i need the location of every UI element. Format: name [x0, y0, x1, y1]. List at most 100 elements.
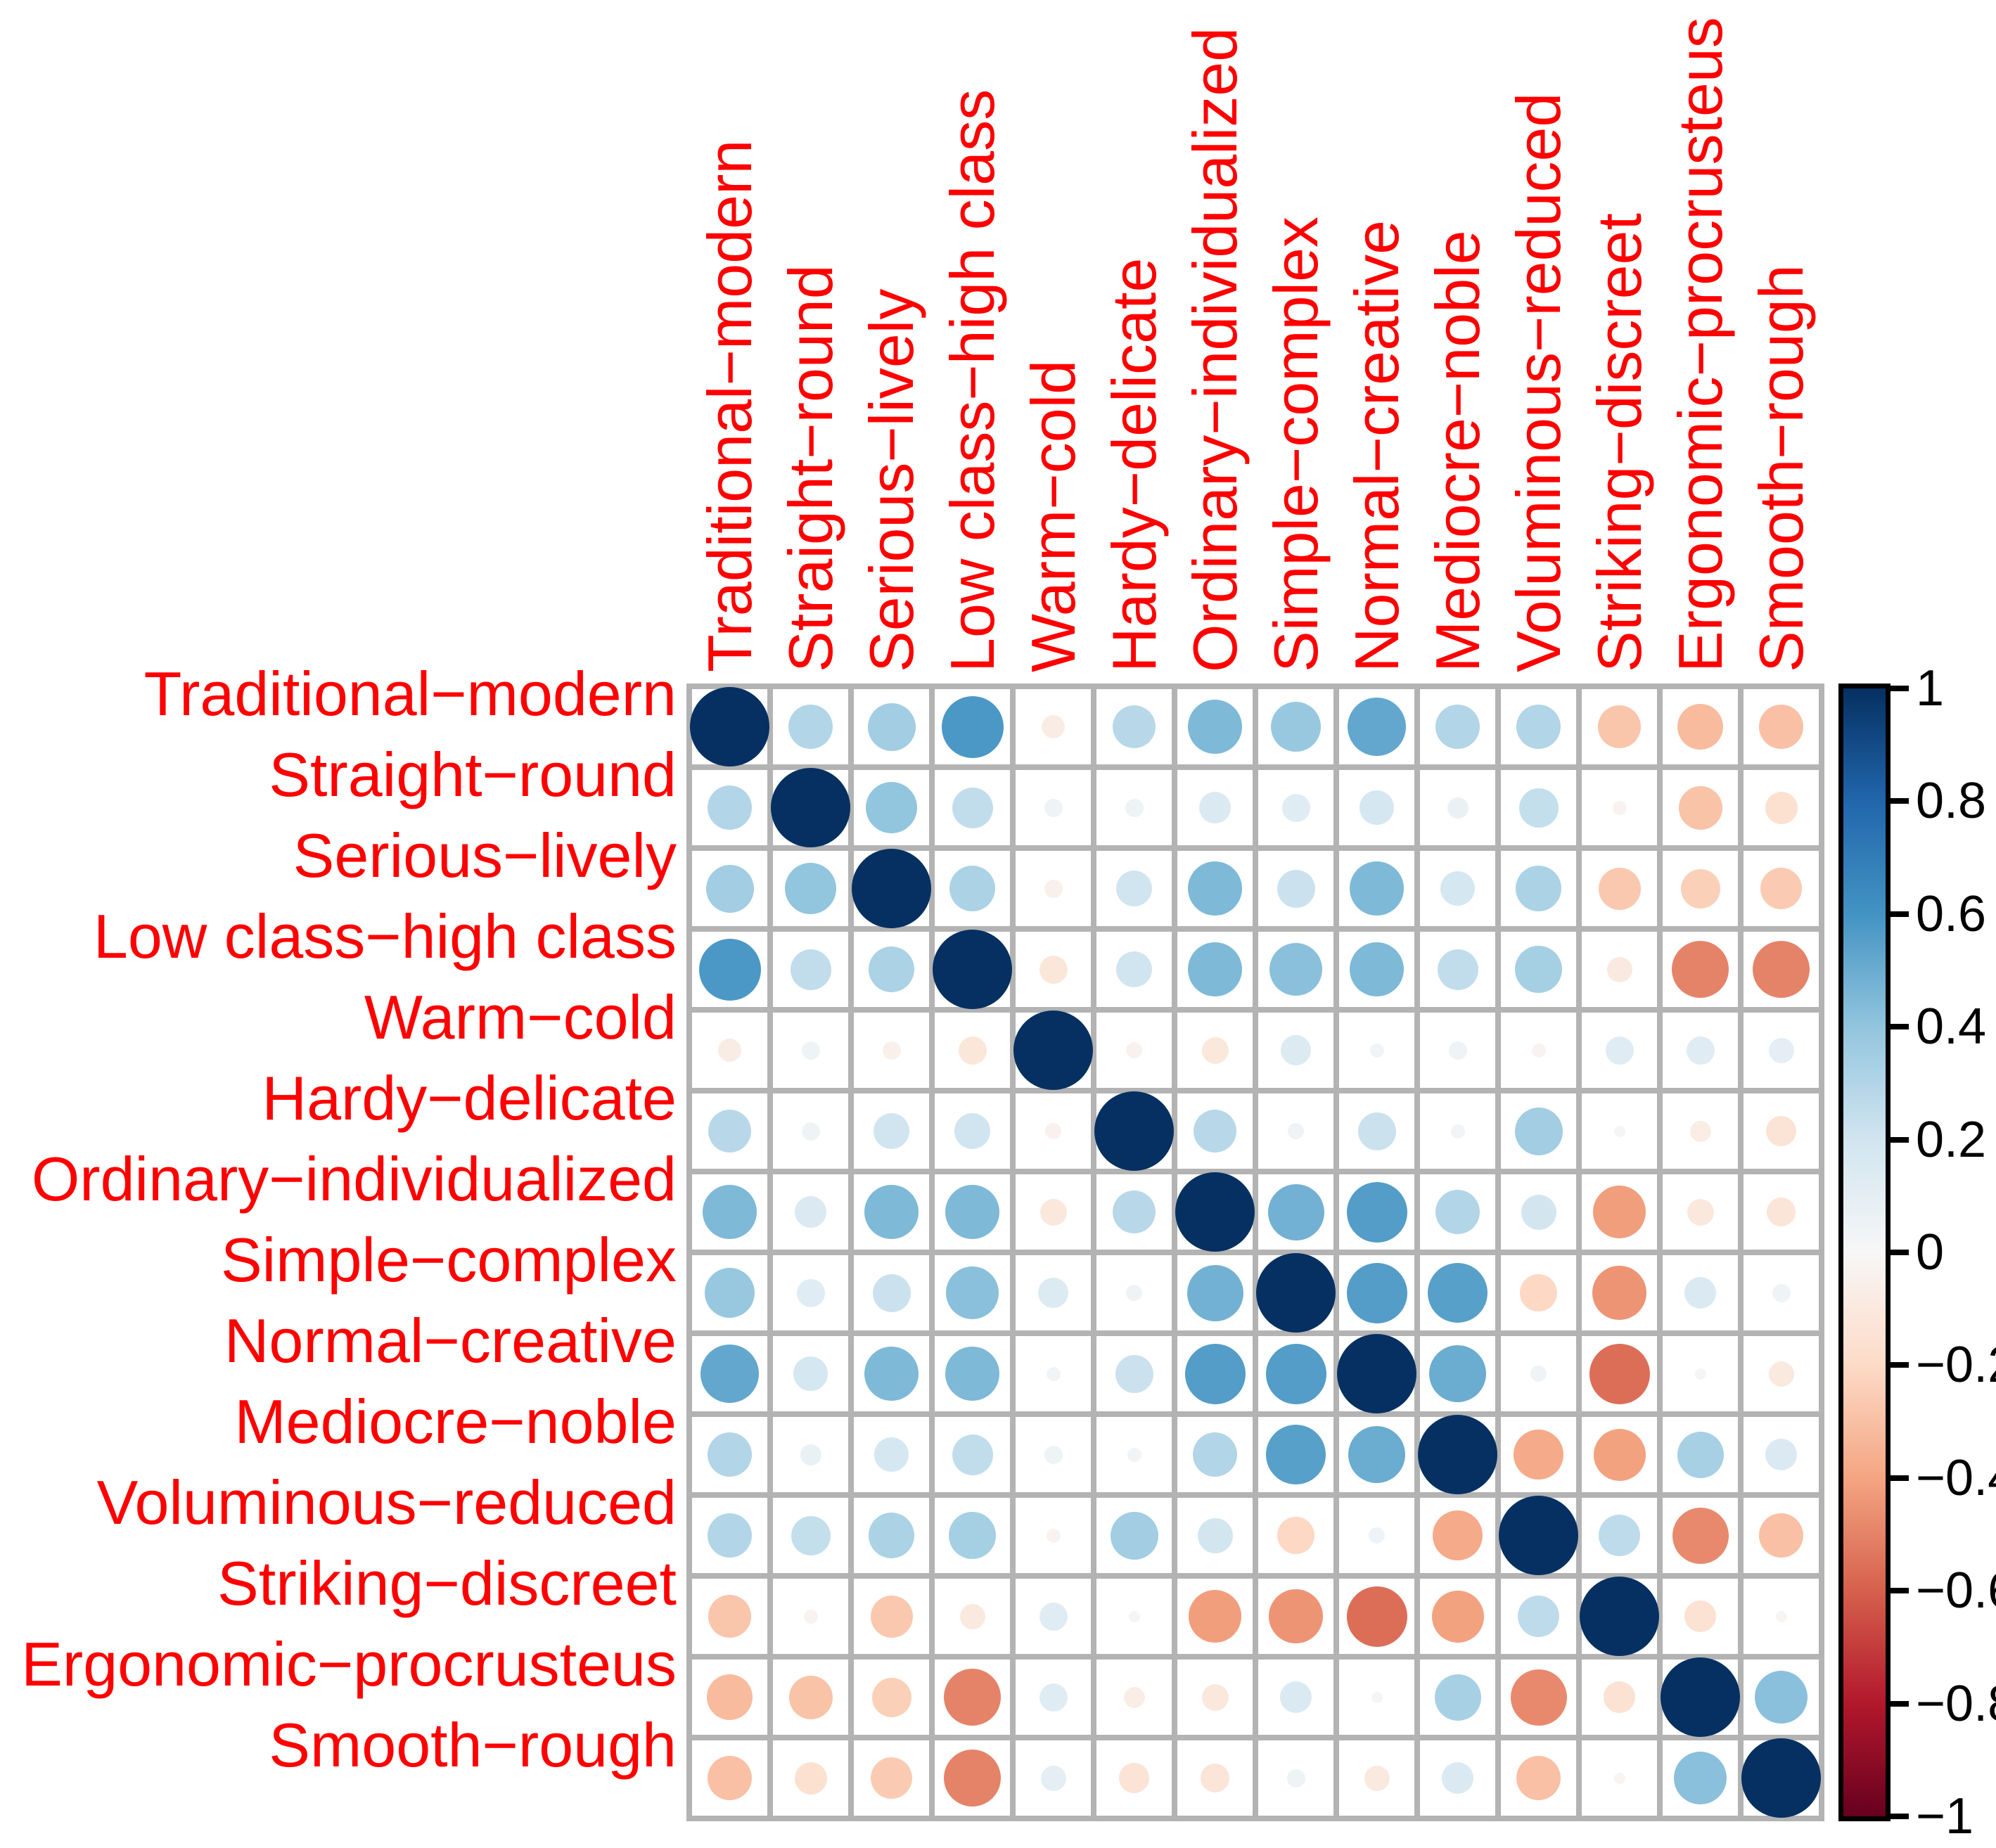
- correlation-circle: [1280, 1681, 1312, 1713]
- correlation-circle: [1530, 1366, 1547, 1382]
- correlation-circle: [1431, 1590, 1484, 1643]
- correlation-circle: [1672, 941, 1729, 998]
- colorbar-tick: [1891, 1024, 1909, 1030]
- correlation-circle: [1044, 879, 1063, 898]
- correlation-circle: [1604, 1681, 1635, 1713]
- column-header-label: Warm−cold: [1018, 359, 1088, 672]
- correlation-circle: [1348, 1426, 1405, 1483]
- correlation-circle: [949, 1512, 996, 1559]
- correlation-circle: [1269, 943, 1322, 996]
- correlation-circle: [1741, 1738, 1821, 1818]
- correlation-circle: [1094, 1091, 1174, 1171]
- correlation-circle: [1694, 1368, 1706, 1380]
- correlation-circle: [944, 1750, 1001, 1807]
- correlation-circle: [1598, 705, 1641, 748]
- correlation-circle: [1371, 1691, 1383, 1703]
- correlation-circle: [1433, 1510, 1483, 1560]
- correlation-circle: [705, 864, 754, 913]
- correlation-circle: [1197, 1517, 1233, 1553]
- correlation-circle: [1440, 871, 1475, 906]
- column-header-label: Voluminous−reduced: [1504, 92, 1573, 672]
- correlation-circle: [867, 702, 916, 751]
- correlation-circle: [1040, 1765, 1066, 1791]
- correlation-circle: [1450, 1124, 1465, 1138]
- colorbar-gradient: [1843, 688, 1886, 1816]
- correlation-circle: [958, 1036, 987, 1065]
- colorbar-tick: [1891, 686, 1909, 691]
- correlation-circle: [707, 1674, 753, 1720]
- correlation-circle: [1759, 705, 1803, 749]
- colorbar-tick: [1891, 1250, 1909, 1255]
- correlation-circle: [872, 1273, 911, 1312]
- row-label: Striking−discreet: [217, 1548, 677, 1618]
- correlation-circle: [700, 1345, 759, 1403]
- correlation-circle: [698, 938, 761, 1001]
- correlation-circle: [1599, 1515, 1640, 1556]
- correlation-circle: [1674, 1752, 1727, 1804]
- correlation-circle: [801, 1041, 820, 1060]
- row-label: Ordinary−individualized: [31, 1143, 677, 1214]
- correlation-circle: [1434, 1674, 1481, 1721]
- correlation-circle: [1672, 1507, 1729, 1564]
- correlation-circle: [1593, 1428, 1646, 1481]
- correlation-circle: [1039, 1198, 1067, 1226]
- correlation-circle: [1269, 1589, 1323, 1643]
- correlation-circle: [1677, 704, 1723, 750]
- correlation-circle: [1510, 1669, 1567, 1726]
- correlation-circle: [1612, 800, 1627, 815]
- colorbar-tick: [1891, 1475, 1909, 1481]
- correlation-circle: [1598, 867, 1641, 910]
- column-header-label: Straight−round: [776, 264, 845, 672]
- correlation-circle: [1768, 1361, 1794, 1387]
- correlation-circle: [1520, 1274, 1557, 1311]
- correlation-circle: [1126, 1042, 1142, 1058]
- correlation-circle: [788, 1675, 833, 1719]
- column-header-label: Striking−discreet: [1585, 213, 1654, 672]
- correlation-circle: [1775, 1610, 1787, 1622]
- colorbar-tick-label: 0.6: [1916, 885, 1987, 942]
- colorbar-tick-label: −0.4: [1916, 1449, 1996, 1506]
- correlation-circle: [1119, 1763, 1149, 1793]
- correlation-circle: [1364, 1765, 1390, 1791]
- correlation-circle: [794, 1762, 827, 1795]
- row-label: Normal−creative: [224, 1305, 677, 1375]
- correlation-circle: [1271, 702, 1321, 752]
- correlation-circle: [1593, 1186, 1646, 1238]
- correlation-circle: [1346, 1181, 1407, 1243]
- correlation-circle: [1680, 868, 1720, 909]
- correlation-circle: [952, 1434, 993, 1475]
- correlation-circle: [1127, 1447, 1141, 1462]
- correlation-circle: [1448, 1041, 1467, 1060]
- correlation-circle: [1256, 1253, 1336, 1333]
- correlation-circle: [952, 787, 993, 828]
- correlation-circle: [705, 1268, 755, 1318]
- correlation-circle: [1267, 1183, 1324, 1240]
- correlation-circle: [864, 1185, 919, 1239]
- correlation-circle: [1126, 1285, 1142, 1301]
- row-label: Warm−cold: [364, 982, 677, 1052]
- column-header-label: Mediocre−noble: [1423, 230, 1492, 672]
- correlation-circle: [788, 705, 833, 749]
- correlation-circle: [1201, 1037, 1229, 1064]
- column-header-label: Smooth−rough: [1746, 264, 1816, 672]
- correlation-circle: [1516, 705, 1561, 749]
- row-label: Serious−lively: [293, 820, 677, 890]
- correlation-circle: [1188, 700, 1242, 754]
- correlation-circle: [1592, 1266, 1646, 1320]
- correlation-circle: [708, 1756, 752, 1800]
- colorbar-tick: [1891, 798, 1909, 804]
- correlation-circle: [1760, 868, 1802, 909]
- correlation-circle: [1767, 1198, 1796, 1226]
- correlation-circle: [1281, 1035, 1311, 1065]
- correlation-circle: [1044, 798, 1063, 817]
- colorbar-tick-label: 0: [1916, 1224, 1945, 1281]
- correlation-circle: [1277, 869, 1315, 908]
- correlation-circle: [1766, 1116, 1796, 1146]
- column-header-label: Simple−complex: [1261, 216, 1331, 672]
- colorbar-tick: [1891, 1700, 1909, 1707]
- correlation-circle: [690, 687, 769, 766]
- correlation-circle: [1516, 1756, 1561, 1800]
- correlation-circle: [1038, 1278, 1068, 1308]
- correlation-circle: [1110, 1511, 1158, 1560]
- correlation-circle: [708, 1513, 752, 1558]
